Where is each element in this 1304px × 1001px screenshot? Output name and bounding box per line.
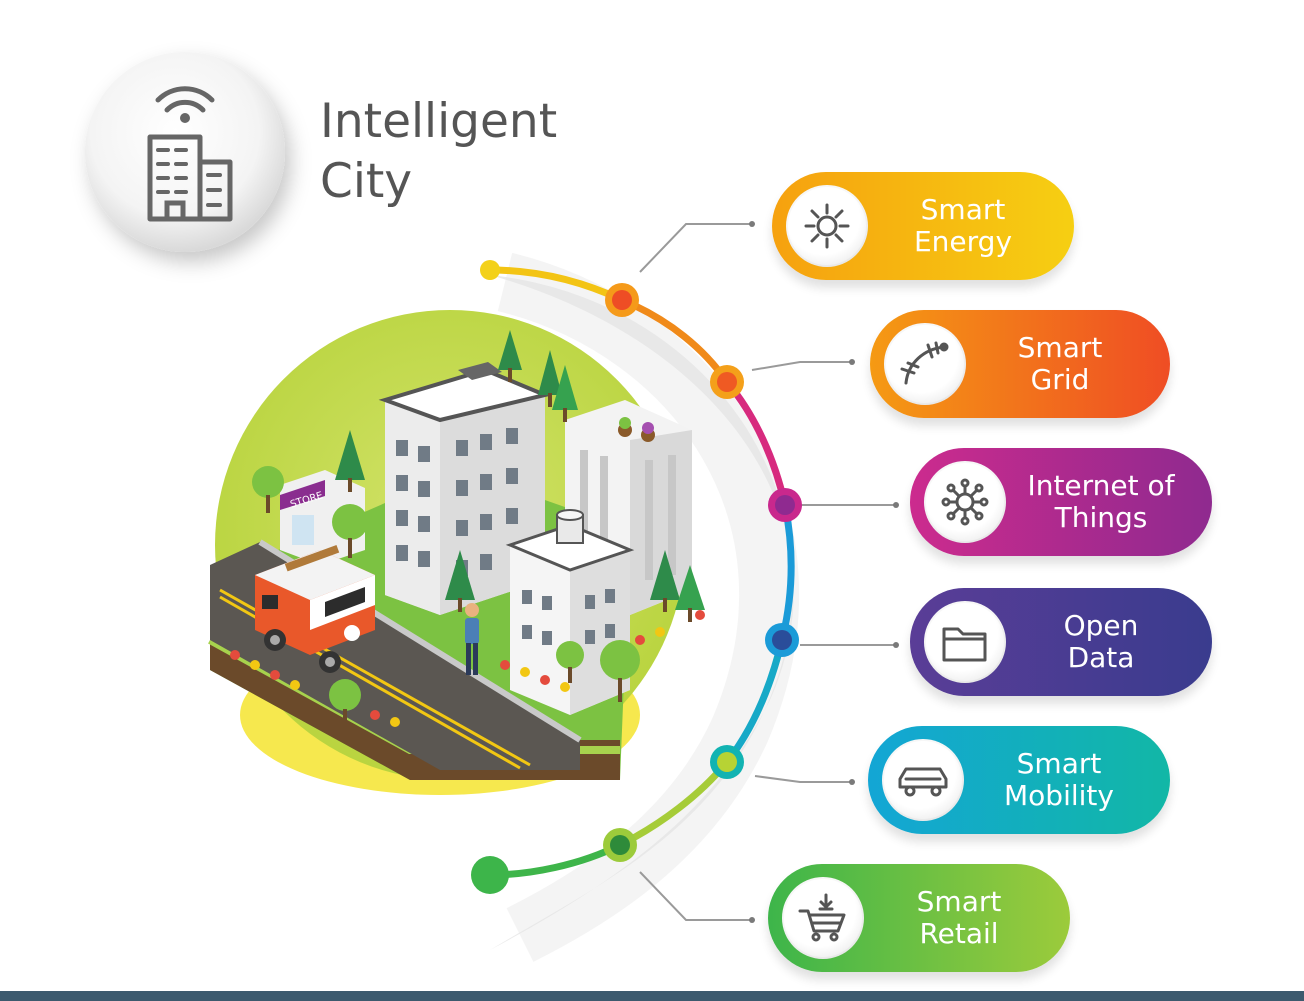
grid-curve-icon (884, 323, 966, 405)
node-data (765, 623, 799, 657)
pill-smart-mobility: Smart Mobility (868, 726, 1170, 834)
arc-start-node (480, 260, 500, 280)
person (465, 603, 479, 675)
flowers (230, 610, 705, 727)
pill-label: Smart Grid (1017, 331, 1103, 396)
pill-smart-grid: Smart Grid (870, 310, 1170, 418)
arc-end-node (471, 856, 509, 894)
connector-lines (639, 223, 896, 921)
node-retail (603, 828, 637, 862)
pill-smart-energy: Smart Energy (772, 172, 1074, 280)
pill-label: Smart Mobility (1004, 747, 1114, 812)
title-line-2: City (320, 154, 413, 209)
header-badge (85, 52, 285, 252)
city-illustration: STORE (208, 310, 705, 795)
iot-network-icon (924, 461, 1006, 543)
arc-shadow (490, 275, 794, 950)
pill-smart-retail: Smart Retail (768, 864, 1070, 972)
car-icon (882, 739, 964, 821)
bottom-bar (0, 991, 1304, 1001)
pill-label: Open Data (1063, 609, 1139, 674)
node-iot (768, 488, 802, 522)
trees (252, 330, 705, 727)
pill-open-data: Open Data (910, 588, 1212, 696)
smart-building-icon (147, 86, 233, 222)
node-energy (605, 283, 639, 317)
page-title: Intelligent City (320, 92, 557, 212)
folder-icon (924, 601, 1006, 683)
node-mobility (710, 745, 744, 779)
pill-label: Smart Retail (916, 885, 1002, 950)
shopping-cart-icon (782, 877, 864, 959)
node-grid (710, 365, 744, 399)
pill-label: Internet of Things (1027, 469, 1175, 534)
title-line-1: Intelligent (320, 94, 558, 149)
pill-internet-of-things: Internet of Things (910, 448, 1212, 556)
sun-icon (786, 185, 868, 267)
van (255, 545, 375, 673)
pill-label: Smart Energy (913, 193, 1013, 258)
